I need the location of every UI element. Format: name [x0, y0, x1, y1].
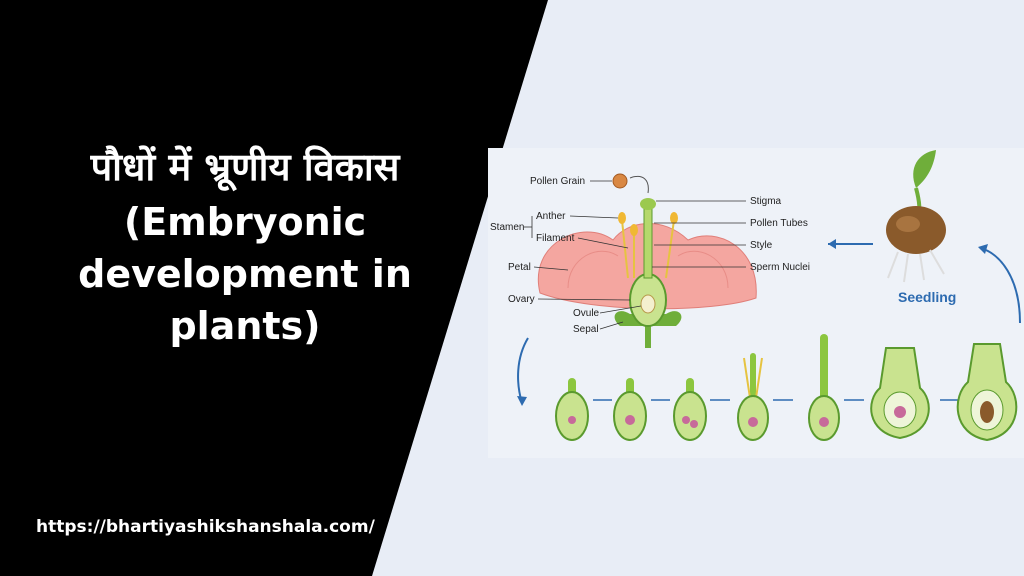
label-pollen-tubes: Pollen Tubes: [750, 218, 808, 229]
petal-vein-left: [567, 250, 619, 289]
stage-4-stamen-a: [743, 357, 751, 399]
stage-3: [673, 378, 707, 441]
right-labels: Stigma Pollen Tubes Style Sperm Nuclei: [652, 196, 810, 273]
page-title: पौधों में भ्रूणीय विकास (Embryonic devel…: [0, 138, 490, 352]
label-style: Style: [750, 240, 773, 251]
filament-line-1: [621, 219, 629, 279]
website-url[interactable]: https://bhartiyashikshanshala.com/: [36, 517, 375, 537]
label-ovule: Ovule: [573, 308, 600, 319]
anther-shape-3: [630, 224, 638, 236]
title-english-line3: plants): [169, 304, 321, 348]
label-petal: Petal: [508, 262, 531, 273]
ovule-shape: [640, 294, 656, 314]
pollen-grain-shape: [612, 173, 628, 189]
leader-ovary: [537, 298, 631, 301]
label-seedling: Seedling: [898, 289, 956, 305]
stage-1-cell: [568, 416, 576, 424]
stigma-shape: [640, 198, 656, 210]
leader-sepal: [599, 321, 624, 330]
arrow-head-1: [828, 239, 836, 249]
title-hindi: पौधों में भ्रूणीय विकास: [90, 145, 400, 189]
black-panel: [0, 0, 548, 576]
label-pollen-grain: Pollen Grain: [530, 176, 585, 187]
label-filament: Filament: [536, 233, 575, 244]
flow-arrows: [517, 239, 1021, 406]
leader-petal: [533, 266, 569, 271]
leader-ovule: [599, 305, 642, 314]
anther-shape-1: [618, 212, 626, 224]
filament-line-2: [665, 219, 675, 279]
stage-6: [870, 347, 930, 440]
label-sperm-nuclei: Sperm Nuclei: [750, 262, 810, 273]
stage-7: [956, 343, 1018, 442]
arrow-head-2: [978, 244, 988, 254]
label-stigma: Stigma: [750, 196, 782, 207]
stage-3-ovule: [673, 391, 707, 441]
style-shape: [643, 205, 653, 279]
label-ovary: Ovary: [508, 294, 535, 305]
stage-4-stamen-b: [755, 357, 763, 399]
petal-vein-right: [677, 250, 729, 289]
embryonic-development-diagram: Pollen Grain Stamen Anther Filament Peta…: [488, 148, 1024, 458]
development-stages: [555, 334, 1018, 442]
label-anther: Anther: [536, 211, 566, 222]
stage-3-cell-a: [682, 416, 690, 424]
stage-1: [555, 378, 589, 441]
seed-shape: [886, 206, 946, 254]
pollen-arrow: [629, 175, 649, 194]
leader-filament: [577, 237, 629, 249]
stage-4-cell: [748, 417, 758, 427]
stage-4: [737, 353, 769, 441]
stage-7-seed: [980, 401, 994, 423]
stage-2-cell: [625, 415, 635, 425]
left-labels: Pollen Grain Stamen Anther Filament Peta…: [490, 176, 642, 335]
label-stamen: Stamen: [490, 222, 524, 233]
stage-2: [613, 378, 647, 441]
stage-5-cell: [819, 417, 829, 427]
stage-6-embryo: [894, 406, 906, 418]
stage-5: [808, 334, 840, 441]
seedling-roots: [887, 249, 945, 283]
stage-3-cell-b: [690, 420, 698, 428]
title-english-line1: (Embryonic: [123, 200, 367, 244]
seedling-illustration: Seedling: [886, 150, 956, 305]
anther-shape-2: [670, 212, 678, 224]
seedling-leaf: [913, 150, 936, 188]
leader-anther: [569, 215, 619, 219]
flower-stem: [645, 326, 651, 348]
arrow-head-3: [517, 396, 527, 406]
title-english-line2: development in: [78, 252, 412, 296]
seed-highlight: [896, 216, 920, 232]
label-sepal: Sepal: [573, 324, 599, 335]
